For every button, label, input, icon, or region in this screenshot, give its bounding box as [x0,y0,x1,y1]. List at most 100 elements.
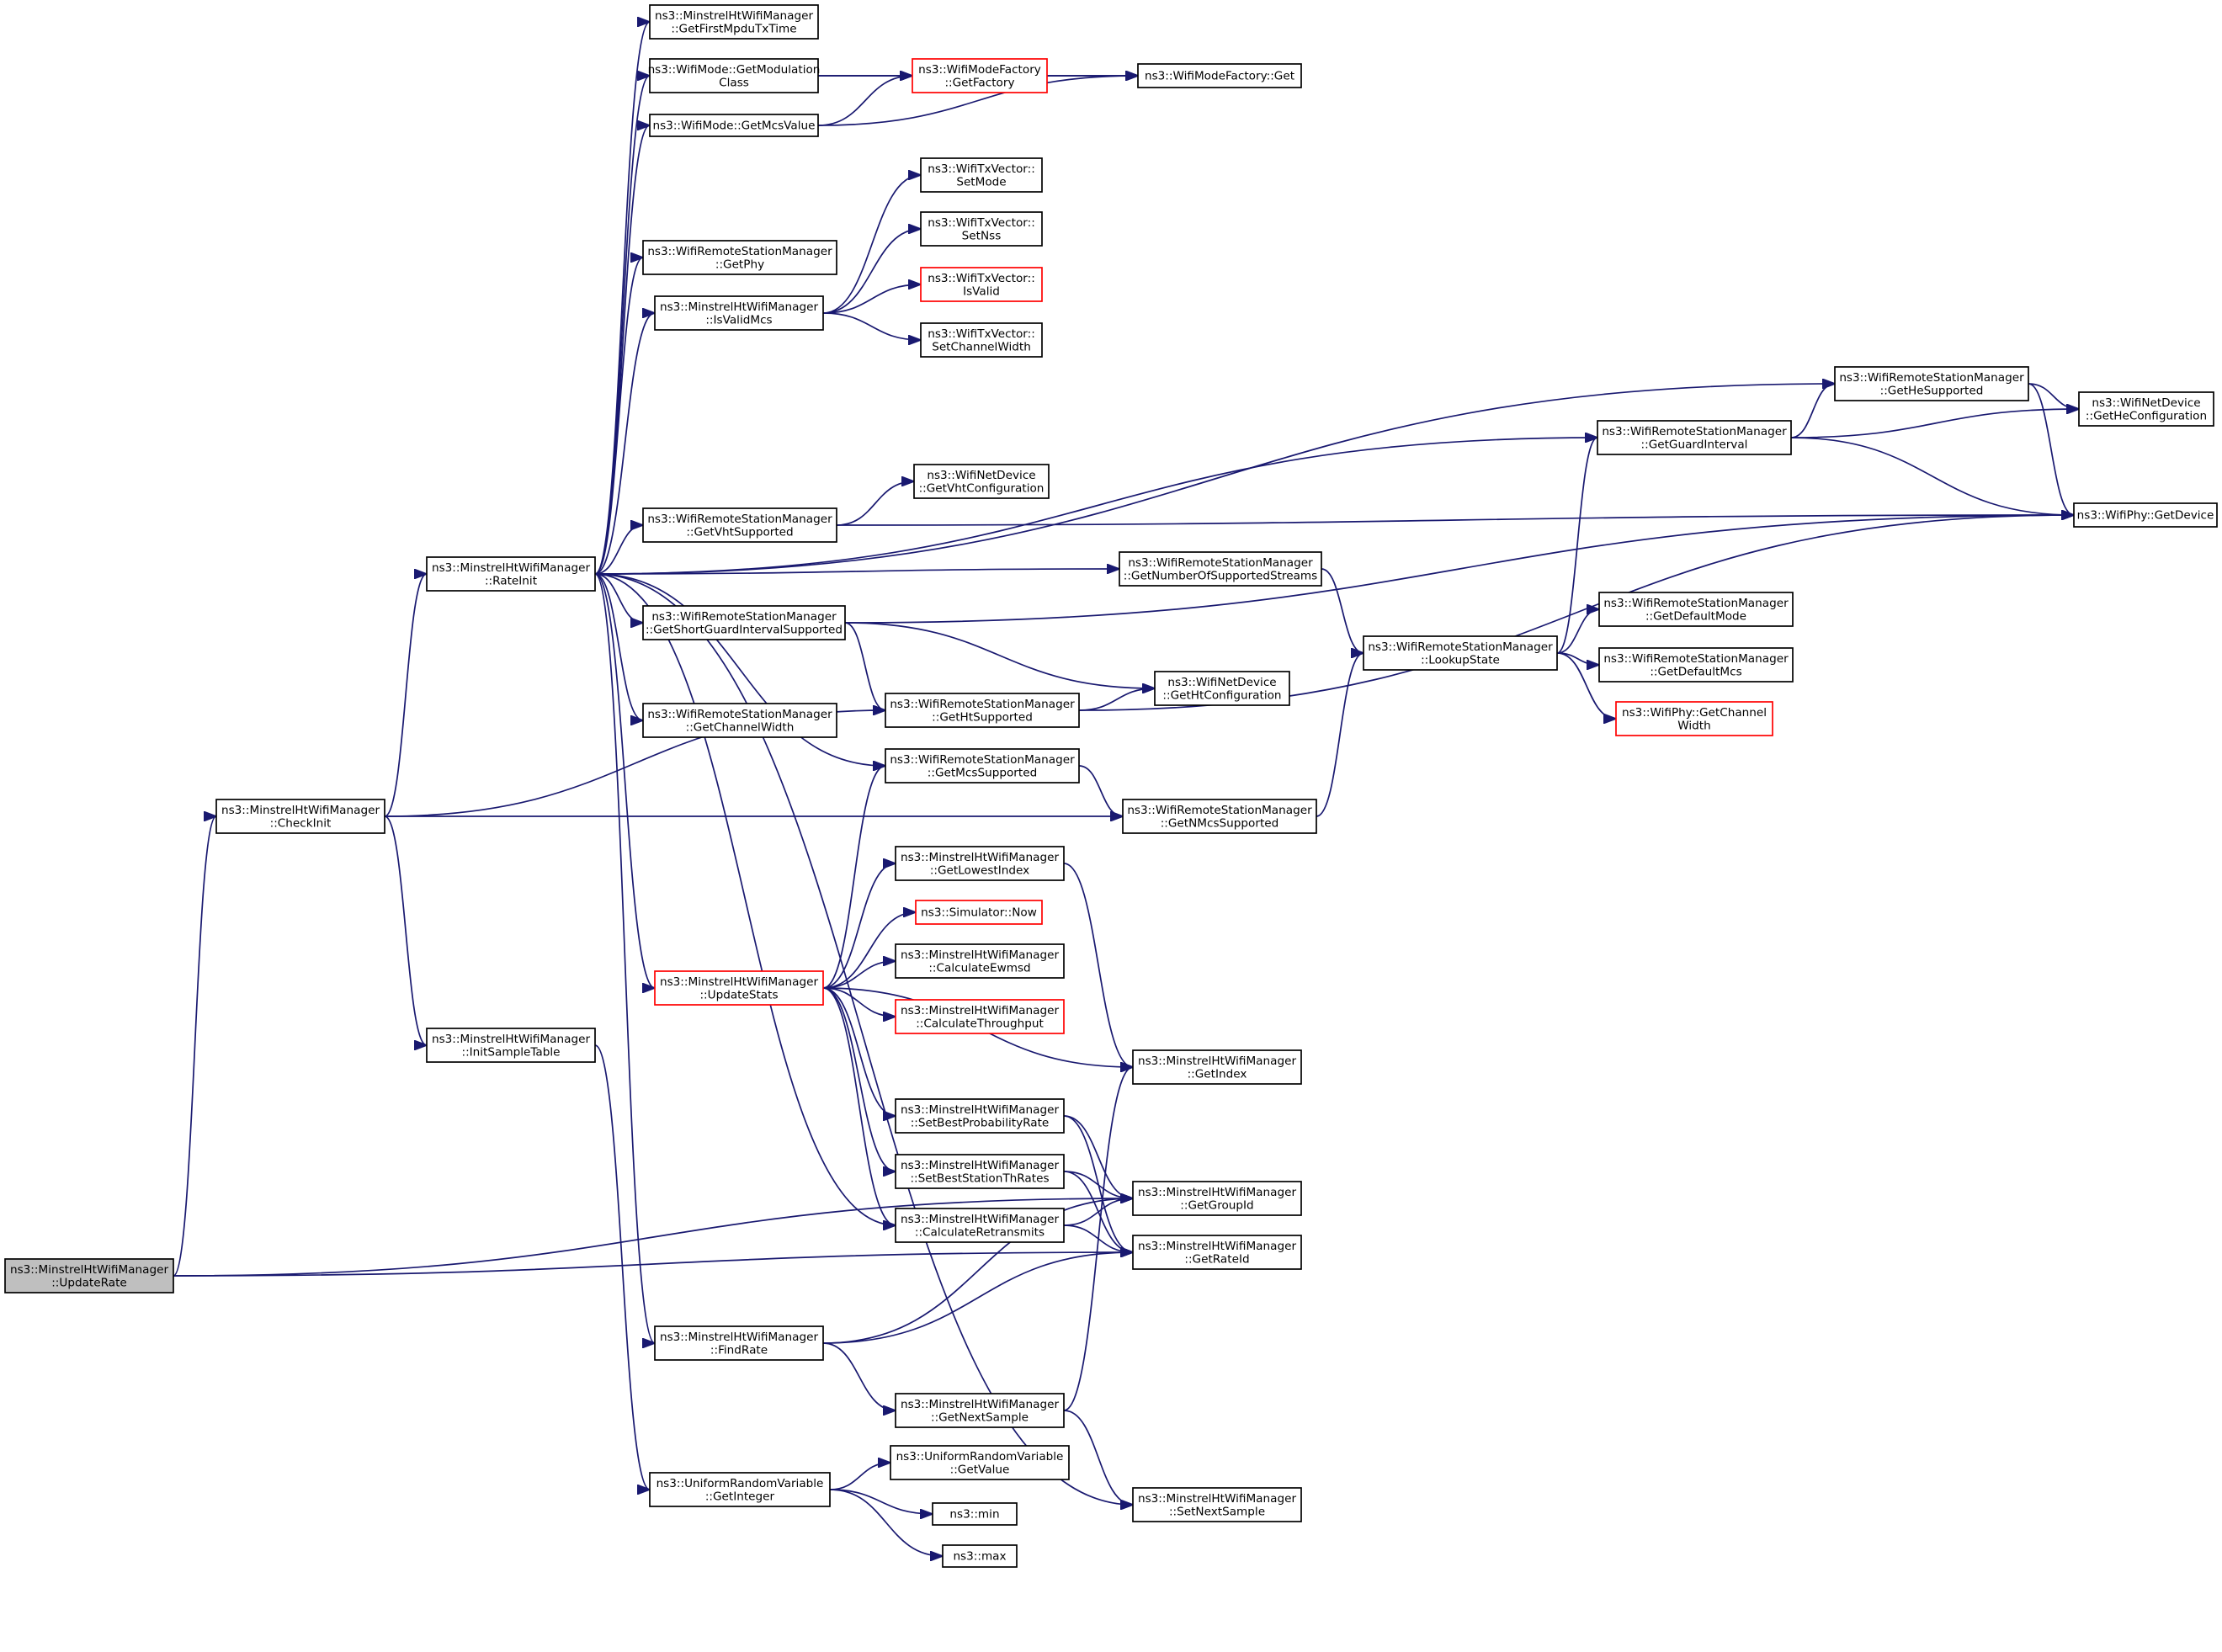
edge-rate-init-to-get-mcs-value [594,125,650,575]
node-get-rate-id[interactable]: ns3::MinstrelHtWifiManager::GetRateId [1132,1235,1302,1270]
node-box [895,1208,1065,1243]
node-label-line: ns3::Simulator::Now [921,906,1037,920]
node-phy-get-channel-width[interactable]: ns3::WifiPhy::GetChannelWidth [1615,701,1773,736]
node-rate-init[interactable]: ns3::MinstrelHtWifiManager::RateInit [426,556,596,592]
node-get-vht-configuration[interactable]: ns3::WifiNetDevice::GetVhtConfiguration [913,464,1050,499]
edge-is-valid-mcs-to-set-nss [822,229,921,314]
node-label-line: ns3::WifiTxVector:: [928,272,1035,285]
node-box [642,507,837,543]
edge-get-short-guard-interval-supported-to-get-ht-supported [844,622,885,710]
node-label-line: ns3::MinstrelHtWifiManager [660,300,818,314]
edge-init-sample-table-to-get-integer [594,1044,650,1490]
edge-find-rate-to-get-next-sample [822,1342,896,1410]
node-label-line: ::CalculateEwmsd [928,961,1030,975]
node-box [654,1325,824,1361]
node-get-ht-supported[interactable]: ns3::WifiRemoteStationManager::GetHtSupp… [885,693,1080,728]
edge-rate-init-to-get-channel-width [594,573,643,720]
node-box [2073,502,2218,528]
edge-check-init-to-init-sample-table [384,815,427,1045]
node-box [649,4,819,40]
node-get-mcs-value[interactable]: ns3::WifiMode::GetMcsValue [649,114,819,137]
node-get-index[interactable]: ns3::MinstrelHtWifiManager::GetIndex [1132,1049,1302,1085]
node-set-next-sample[interactable]: ns3::MinstrelHtWifiManager::SetNextSampl… [1132,1487,1302,1522]
node-box [1122,799,1317,834]
node-init-sample-table[interactable]: ns3::MinstrelHtWifiManager::InitSampleTa… [426,1028,596,1063]
node-min[interactable]: ns3::min [932,1502,1018,1526]
node-label-line: ::GetInteger [705,1490,775,1503]
node-update-stats[interactable]: ns3::MinstrelHtWifiManager::UpdateStats [654,970,824,1006]
node-max[interactable]: ns3::max [942,1544,1018,1568]
node-get-guard-interval[interactable]: ns3::WifiRemoteStationManager::GetGuardI… [1597,420,1792,455]
node-get-group-id[interactable]: ns3::MinstrelHtWifiManager::GetGroupId [1132,1181,1302,1216]
node-box [895,1154,1065,1189]
node-label-line: ns3::MinstrelHtWifiManager [432,561,590,575]
node-get-device[interactable]: ns3::WifiPhy::GetDevice [2073,502,2218,528]
node-get-default-mcs[interactable]: ns3::WifiRemoteStationManager::GetDefaul… [1598,647,1794,683]
node-label-line: ::GetPhy [715,258,764,271]
node-label-line: ns3::UniformRandomVariable [896,1450,1064,1463]
edge-get-guard-interval-to-get-device [1790,437,2074,515]
edge-update-stats-to-now [822,912,916,989]
node-get-he-supported[interactable]: ns3::WifiRemoteStationManager::GetHeSupp… [1834,366,2029,401]
node-is-valid[interactable]: ns3::WifiTxVector::IsValid [920,267,1043,302]
node-label-line: ns3::WifiTxVector:: [928,216,1035,230]
node-set-best-station-th-rates[interactable]: ns3::MinstrelHtWifiManager::SetBestStati… [895,1154,1065,1189]
node-label-line: ns3::MinstrelHtWifiManager [660,1331,818,1344]
node-calculate-throughput[interactable]: ns3::MinstrelHtWifiManager::CalculateThr… [895,999,1065,1034]
node-label-line: ns3::WifiNetDevice [1167,676,1276,689]
node-get-next-sample[interactable]: ns3::MinstrelHtWifiManager::GetNextSampl… [895,1393,1065,1428]
node-label-line: ::UpdateStats [699,988,778,1001]
node-label-line: ns3::WifiMode::GetModulation [648,63,821,77]
node-get-default-mode[interactable]: ns3::WifiRemoteStationManager::GetDefaul… [1598,592,1794,627]
edge-get-vht-supported-to-get-device [836,515,2074,526]
node-label-line: ::InitSampleTable [461,1045,560,1059]
node-label-line: ns3::WifiRemoteStationManager [1368,640,1553,654]
node-update-rate[interactable]: ns3::MinstrelHtWifiManager::UpdateRate [4,1258,174,1293]
node-label-line: ns3::WifiNetDevice [2092,396,2200,410]
node-urvget-value[interactable]: ns3::UniformRandomVariable::GetValue [890,1445,1070,1480]
edge-update-stats-to-set-best-probability-rate [822,987,896,1116]
node-label-line: ::CheckInit [270,816,332,830]
node-calculate-retransmits[interactable]: ns3::MinstrelHtWifiManager::CalculateRet… [895,1208,1065,1243]
node-get-number-of-supported-streams[interactable]: ns3::WifiRemoteStationManager::GetNumber… [1119,551,1322,587]
node-set-channel-width[interactable]: ns3::WifiTxVector::SetChannelWidth [920,322,1043,358]
node-now[interactable]: ns3::Simulator::Now [915,900,1043,925]
node-check-init[interactable]: ns3::MinstrelHtWifiManager::CheckInit [215,799,385,834]
edge-update-stats-to-set-best-station-th-rates [822,987,896,1171]
node-get-nmcs-supported[interactable]: ns3::WifiRemoteStationManager::GetNMcsSu… [1122,799,1317,834]
edge-get-short-guard-interval-supported-to-get-ht-configuration [844,622,1155,688]
node-box [1154,671,1290,706]
node-get-first-mpdu-tx-time[interactable]: ns3::MinstrelHtWifiManager::GetFirstMpdu… [649,4,819,40]
node-is-valid-mcs[interactable]: ns3::MinstrelHtWifiManager::IsValidMcs [654,295,824,331]
node-get-mcs-supported[interactable]: ns3::WifiRemoteStationManager::GetMcsSup… [885,748,1080,784]
node-calculate-ewmsd[interactable]: ns3::MinstrelHtWifiManager::CalculateEwm… [895,943,1065,979]
node-label-line: ns3::MinstrelHtWifiManager [901,1398,1059,1411]
node-label-line: ns3::WifiTxVector:: [928,327,1035,341]
node-get-lowest-index[interactable]: ns3::MinstrelHtWifiManager::GetLowestInd… [895,846,1065,881]
node-get-channel-width[interactable]: ns3::WifiRemoteStationManager::GetChanne… [642,703,837,738]
node-box [649,114,819,137]
edge-get-mcs-supported-to-get-nmcs-supported [1078,765,1123,816]
node-label-line: ns3::WifiRemoteStationManager [1127,804,1312,817]
node-label-line: ns3::MinstrelHtWifiManager [655,9,813,23]
node-wmfget-factory[interactable]: ns3::WifiModeFactory::GetFactory [912,58,1048,93]
node-set-mode[interactable]: ns3::WifiTxVector::SetMode [920,157,1043,193]
node-get-integer[interactable]: ns3::UniformRandomVariable::GetInteger [649,1472,831,1507]
node-get-vht-supported[interactable]: ns3::WifiRemoteStationManager::GetVhtSup… [642,507,837,543]
node-find-rate[interactable]: ns3::MinstrelHtWifiManager::FindRate [654,1325,824,1361]
node-label-line: ::GetVhtConfiguration [919,481,1045,495]
node-lookup-state[interactable]: ns3::WifiRemoteStationManager::LookupSta… [1363,635,1558,671]
node-get-phy[interactable]: ns3::WifiRemoteStationManager::GetPhy [642,240,837,275]
node-wmfget[interactable]: ns3::WifiModeFactory::Get [1137,63,1302,88]
node-set-nss[interactable]: ns3::WifiTxVector::SetNss [920,211,1043,247]
node-get-short-guard-interval-supported[interactable]: ns3::WifiRemoteStationManager::GetShortG… [642,605,846,640]
edge-rate-init-to-get-guard-interval [594,438,1597,575]
node-get-ht-configuration[interactable]: ns3::WifiNetDevice::GetHtConfiguration [1154,671,1290,706]
edge-rate-init-to-get-phy [594,258,643,575]
node-label-line: ns3::MinstrelHtWifiManager [660,975,818,989]
node-get-he-configuration[interactable]: ns3::WifiNetDevice::GetHeConfiguration [2078,391,2214,427]
edge-get-integer-to-urvget-value [829,1463,890,1490]
node-set-best-probability-rate[interactable]: ns3::MinstrelHtWifiManager::SetBestProba… [895,1098,1065,1134]
